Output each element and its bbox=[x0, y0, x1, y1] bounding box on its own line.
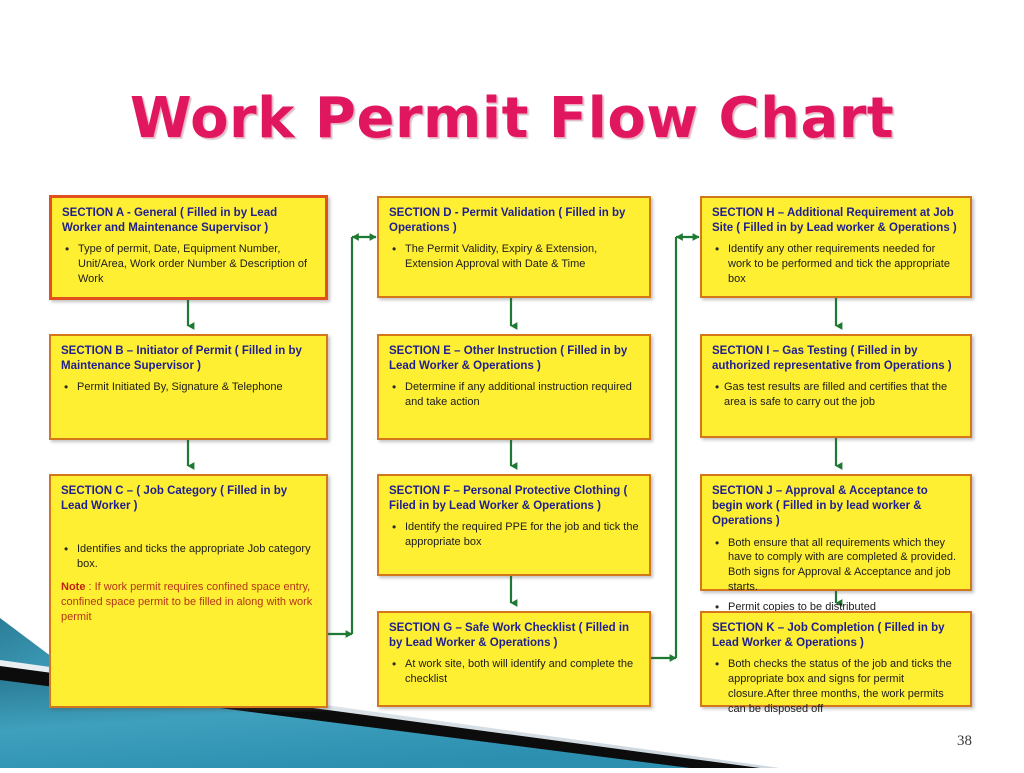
flow-node-section-e[interactable]: SECTION E – Other Instruction ( Filled i… bbox=[377, 334, 651, 440]
list-item: Permit Initiated By, Signature & Telepho… bbox=[61, 379, 316, 395]
list-item: Identify any other requirements needed f… bbox=[712, 241, 960, 287]
flow-node-section-g[interactable]: SECTION G – Safe Work Checklist ( Filled… bbox=[377, 611, 651, 707]
list-item: Gas test results are filled and certifie… bbox=[712, 379, 960, 410]
note-label: Note bbox=[61, 581, 86, 594]
slide-number: 38 bbox=[957, 733, 972, 749]
section-b-bullets: Permit Initiated By, Signature & Telepho… bbox=[61, 379, 316, 395]
flow-node-section-a[interactable]: SECTION A - General ( Filled in by Lead … bbox=[49, 195, 328, 300]
section-c-title: SECTION C – ( Job Category ( Filled in b… bbox=[61, 485, 288, 513]
list-item: Both checks the status of the job and ti… bbox=[712, 656, 960, 716]
section-d-title: SECTION D - Permit Validation ( Filled i… bbox=[389, 207, 626, 235]
section-g-bullets: At work site, both will identify and com… bbox=[389, 656, 639, 687]
flow-node-section-b[interactable]: SECTION B – Initiator of Permit ( Filled… bbox=[49, 334, 328, 440]
section-a-bullets: Type of permit, Date, Equipment Number, … bbox=[62, 241, 315, 287]
section-f-bullets: Identify the required PPE for the job an… bbox=[389, 519, 639, 550]
section-e-bullets: Determine if any additional instruction … bbox=[389, 379, 639, 410]
section-h-bullets: Identify any other requirements needed f… bbox=[712, 241, 960, 287]
flow-node-section-c[interactable]: SECTION C – ( Job Category ( Filled in b… bbox=[49, 474, 328, 708]
flow-node-section-f[interactable]: SECTION F – Personal Protective Clothing… bbox=[377, 474, 651, 576]
section-h-title: SECTION H – Additional Requirement at Jo… bbox=[712, 207, 957, 235]
section-j-title: SECTION J – Approval & Acceptance to beg… bbox=[712, 485, 928, 528]
flow-node-section-i[interactable]: SECTION I – Gas Testing ( Filled in by a… bbox=[700, 334, 972, 438]
flow-node-section-j[interactable]: SECTION J – Approval & Acceptance to beg… bbox=[700, 474, 972, 615]
list-item: The Permit Validity, Expiry & Extension,… bbox=[389, 241, 639, 272]
section-g-title: SECTION G – Safe Work Checklist ( Filled… bbox=[389, 622, 630, 650]
section-i-title: SECTION I – Gas Testing ( Filled in by a… bbox=[712, 345, 952, 373]
note-body: : If work permit requires confined space… bbox=[61, 581, 313, 624]
section-b-title: SECTION B – Initiator of Permit ( Filled… bbox=[61, 345, 302, 373]
section-c-bullets: Identifies and ticks the appropriate Job… bbox=[61, 541, 316, 572]
section-f-title: SECTION F – Personal Protective Clothing… bbox=[389, 485, 628, 513]
section-i-bullets: Gas test results are filled and certifie… bbox=[712, 379, 960, 410]
section-d-bullets: The Permit Validity, Expiry & Extension,… bbox=[389, 241, 639, 272]
section-a-title: SECTION A - General ( Filled in by Lead … bbox=[62, 207, 278, 235]
list-item: Identifies and ticks the appropriate Job… bbox=[61, 541, 316, 572]
list-item: Both ensure that all requirements which … bbox=[712, 535, 960, 595]
list-item: Identify the required PPE for the job an… bbox=[389, 519, 639, 550]
section-c-note: Note : If work permit requires confined … bbox=[61, 580, 316, 626]
section-k-bullets: Both checks the status of the job and ti… bbox=[712, 656, 960, 716]
section-k-title: SECTION K – Job Completion ( Filled in b… bbox=[712, 622, 945, 650]
flow-node-section-h[interactable]: SECTION H – Additional Requirement at Jo… bbox=[700, 196, 972, 298]
section-e-title: SECTION E – Other Instruction ( Filled i… bbox=[389, 345, 628, 373]
page-title: Work Permit Flow Chart bbox=[129, 86, 895, 151]
list-item: Type of permit, Date, Equipment Number, … bbox=[62, 241, 315, 287]
flow-node-section-k[interactable]: SECTION K – Job Completion ( Filled in b… bbox=[700, 611, 972, 715]
list-item: Determine if any additional instruction … bbox=[389, 379, 639, 410]
section-j-bullets: Both ensure that all requirements which … bbox=[712, 535, 960, 615]
list-item: At work site, both will identify and com… bbox=[389, 656, 639, 687]
flow-node-section-d[interactable]: SECTION D - Permit Validation ( Filled i… bbox=[377, 196, 651, 298]
